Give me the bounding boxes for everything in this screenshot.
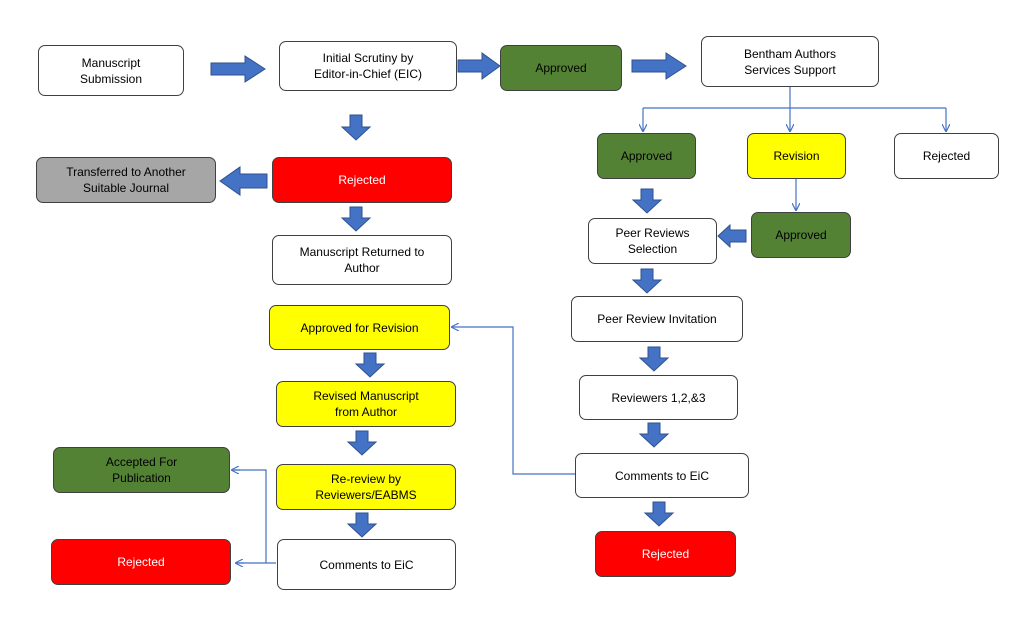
arrow-approved-revision-to-peer-selection (717, 223, 747, 249)
revised-manuscript-node: Revised Manuscript from Author (276, 381, 456, 427)
arrow-scrutiny-to-rejected (340, 114, 372, 141)
approved-right-label: Approved (620, 149, 673, 163)
approved-after-revision-node: Approved (751, 212, 851, 258)
peer-reviews-selection-node: Peer Reviews Selection (588, 218, 717, 264)
peer-review-invitation-label: Peer Review Invitation (597, 312, 717, 326)
manuscript-submission-node: Manuscript Submission (38, 45, 184, 96)
connector-comments-to-approved-revision (452, 327, 575, 475)
approved-top-node: Approved (500, 45, 622, 91)
transferred-node: Transferred to Another Suitable Journal (36, 157, 216, 203)
arrow-submission-to-scrutiny (210, 55, 266, 83)
arrow-rejected-to-returned (340, 206, 372, 232)
manuscript-submission-label: Manuscript Submission (79, 55, 143, 86)
arrow-selection-to-invitation (631, 268, 663, 294)
revision-right-node: Revision (747, 133, 846, 179)
rejected-bottom-left-label: Rejected (117, 555, 165, 569)
peer-reviews-selection-label: Peer Reviews Selection (615, 226, 690, 256)
rejected-right-top-node: Rejected (894, 133, 999, 179)
rejected-main-node: Rejected (272, 157, 452, 203)
rejected-right-top-label: Rejected (922, 149, 971, 163)
arrow-rejected-to-transferred (219, 166, 268, 196)
peer-review-invitation-node: Peer Review Invitation (571, 296, 743, 342)
bentham-support-label: Bentham Authors Services Support (743, 46, 837, 77)
accepted-publication-node: Accepted For Publication (53, 447, 230, 493)
comments-left-node: Comments to EiC (277, 539, 456, 590)
comments-right-node: Comments to EiC (575, 453, 749, 498)
connector-bentham-split (643, 87, 946, 109)
approved-top-label: Approved (535, 61, 587, 75)
revised-manuscript-label: Revised Manuscript from Author (313, 389, 419, 419)
arrow-revised-to-rereview (346, 430, 378, 456)
rejected-main-label: Rejected (338, 173, 386, 187)
returned-to-author-label: Manuscript Returned to Author (299, 245, 425, 275)
rereview-node: Re-review by Reviewers/EABMS (276, 464, 456, 510)
arrow-approved-to-bentham (631, 52, 687, 80)
rereview-label: Re-review by Reviewers/EABMS (315, 472, 417, 502)
approved-for-revision-node: Approved for Revision (269, 305, 450, 350)
connector-comments-left-branch (232, 469, 276, 564)
arrow-scrutiny-to-approved (457, 52, 501, 80)
transferred-label: Transferred to Another Suitable Journal (66, 165, 186, 195)
accepted-publication-label: Accepted For Publication (105, 455, 178, 485)
bentham-support-node: Bentham Authors Services Support (701, 36, 879, 87)
arrow-comments-to-rejected (643, 501, 675, 527)
approved-right-node: Approved (597, 133, 696, 179)
approved-after-revision-label: Approved (775, 228, 827, 242)
approved-for-revision-label: Approved for Revision (300, 320, 419, 335)
arrow-reviewers-to-comments (638, 422, 670, 448)
arrow-invitation-to-reviewers (638, 346, 670, 372)
arrow-approved-to-peer-selection (631, 188, 663, 214)
returned-to-author-node: Manuscript Returned to Author (272, 235, 452, 285)
rejected-bottom-left-node: Rejected (51, 539, 231, 585)
initial-scrutiny-label: Initial Scrutiny by Editor-in-Chief (EIC… (313, 51, 423, 81)
initial-scrutiny-node: Initial Scrutiny by Editor-in-Chief (EIC… (279, 41, 457, 91)
rejected-final-label: Rejected (641, 547, 690, 561)
revision-right-label: Revision (773, 149, 820, 163)
reviewers-node: Reviewers 1,2,&3 (579, 375, 738, 420)
comments-left-label: Comments to EiC (319, 557, 414, 572)
arrow-rereview-to-comments (346, 512, 378, 538)
rejected-final-node: Rejected (595, 531, 736, 577)
comments-right-label: Comments to EiC (614, 468, 710, 483)
arrow-approved-revision-to-revised (354, 352, 386, 378)
reviewers-label: Reviewers 1,2,&3 (611, 390, 706, 405)
